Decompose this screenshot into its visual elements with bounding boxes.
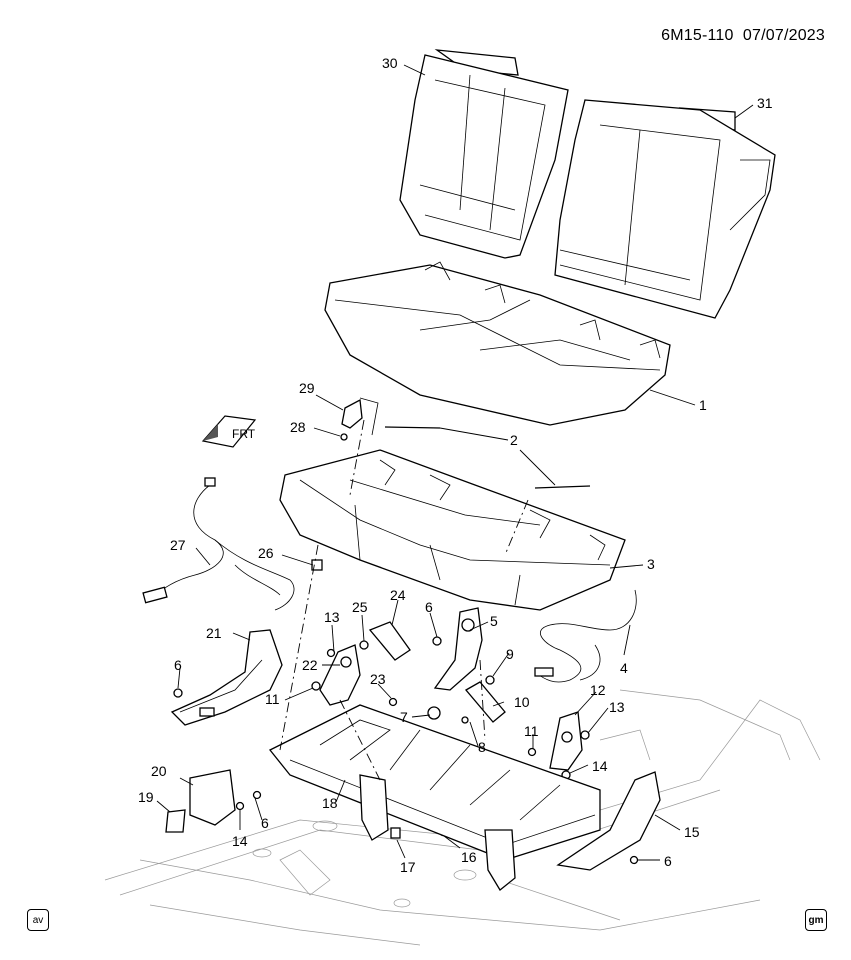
callout-6a: 6 bbox=[425, 599, 433, 615]
callout-24: 24 bbox=[390, 587, 406, 603]
callout-17: 17 bbox=[400, 859, 416, 875]
callout-10: 10 bbox=[514, 694, 530, 710]
diagram-date: 07/07/2023 bbox=[742, 27, 825, 44]
buckle-24 bbox=[359, 621, 411, 661]
callout-12: 12 bbox=[590, 682, 606, 698]
callout-27: 27 bbox=[170, 537, 186, 553]
callout-30: 30 bbox=[382, 55, 398, 71]
callout-20: 20 bbox=[151, 763, 167, 779]
callout-7: 7 bbox=[400, 709, 408, 725]
leader-lines bbox=[156, 64, 754, 861]
callout-28: 28 bbox=[290, 419, 306, 435]
bracket-5 bbox=[433, 607, 483, 691]
sensor-29 bbox=[340, 397, 379, 441]
front-arrow-label: FRT bbox=[232, 427, 256, 441]
callout-1: 1 bbox=[699, 397, 707, 413]
callout-29: 29 bbox=[299, 380, 315, 396]
diagram-header: 6M15-110 07/07/2023 bbox=[661, 27, 825, 45]
fasteners bbox=[173, 636, 639, 865]
callout-11a: 11 bbox=[265, 691, 280, 707]
callout-3: 3 bbox=[647, 556, 655, 572]
callout-13b: 13 bbox=[609, 699, 625, 715]
bracket-20 bbox=[165, 769, 236, 833]
bracket-12 bbox=[549, 711, 583, 771]
front-arrow: FRT bbox=[201, 415, 257, 448]
callout-23: 23 bbox=[370, 671, 386, 687]
callout-labels: 30 31 1 29 28 2 3 27 26 4 21 13 25 24 6 … bbox=[138, 55, 773, 875]
callout-5: 5 bbox=[490, 613, 498, 629]
callout-9: 9 bbox=[506, 646, 514, 662]
harness-4 bbox=[534, 589, 637, 683]
buckle-10 bbox=[465, 681, 506, 723]
bracket-21 bbox=[170, 629, 283, 726]
callout-15: 15 bbox=[684, 824, 700, 840]
seat-frame-18 bbox=[268, 704, 601, 891]
rods-2 bbox=[384, 426, 591, 489]
seat-cushion-1 bbox=[324, 261, 671, 426]
callout-16: 16 bbox=[461, 849, 477, 865]
callout-2: 2 bbox=[510, 432, 518, 448]
bracket-22 bbox=[319, 644, 361, 706]
callout-19: 19 bbox=[138, 789, 154, 805]
callout-4: 4 bbox=[620, 660, 628, 676]
callout-26: 26 bbox=[258, 545, 274, 561]
diagram-id: 6M15-110 bbox=[661, 27, 734, 44]
trim-15 bbox=[556, 771, 661, 871]
callout-14b: 14 bbox=[592, 758, 608, 774]
gm-logo-badge: gm bbox=[805, 909, 827, 931]
callout-18: 18 bbox=[322, 795, 338, 811]
callout-14a: 14 bbox=[232, 833, 248, 849]
callout-21: 21 bbox=[206, 625, 222, 641]
av-badge: av bbox=[27, 909, 49, 931]
harness-27 bbox=[142, 477, 295, 611]
callout-31: 31 bbox=[757, 95, 773, 111]
callout-11b: 11 bbox=[524, 723, 539, 739]
seat-pad-3 bbox=[279, 449, 626, 611]
callout-13a: 13 bbox=[324, 609, 340, 625]
dash-lines bbox=[279, 419, 529, 781]
callout-6c: 6 bbox=[261, 815, 269, 831]
callout-6d: 6 bbox=[664, 853, 672, 869]
callout-6b: 6 bbox=[174, 657, 182, 673]
seatback-right-31 bbox=[554, 99, 776, 319]
seatback-left-30 bbox=[399, 49, 569, 259]
callout-8: 8 bbox=[478, 739, 486, 755]
callout-22: 22 bbox=[302, 657, 318, 673]
callout-25: 25 bbox=[352, 599, 368, 615]
